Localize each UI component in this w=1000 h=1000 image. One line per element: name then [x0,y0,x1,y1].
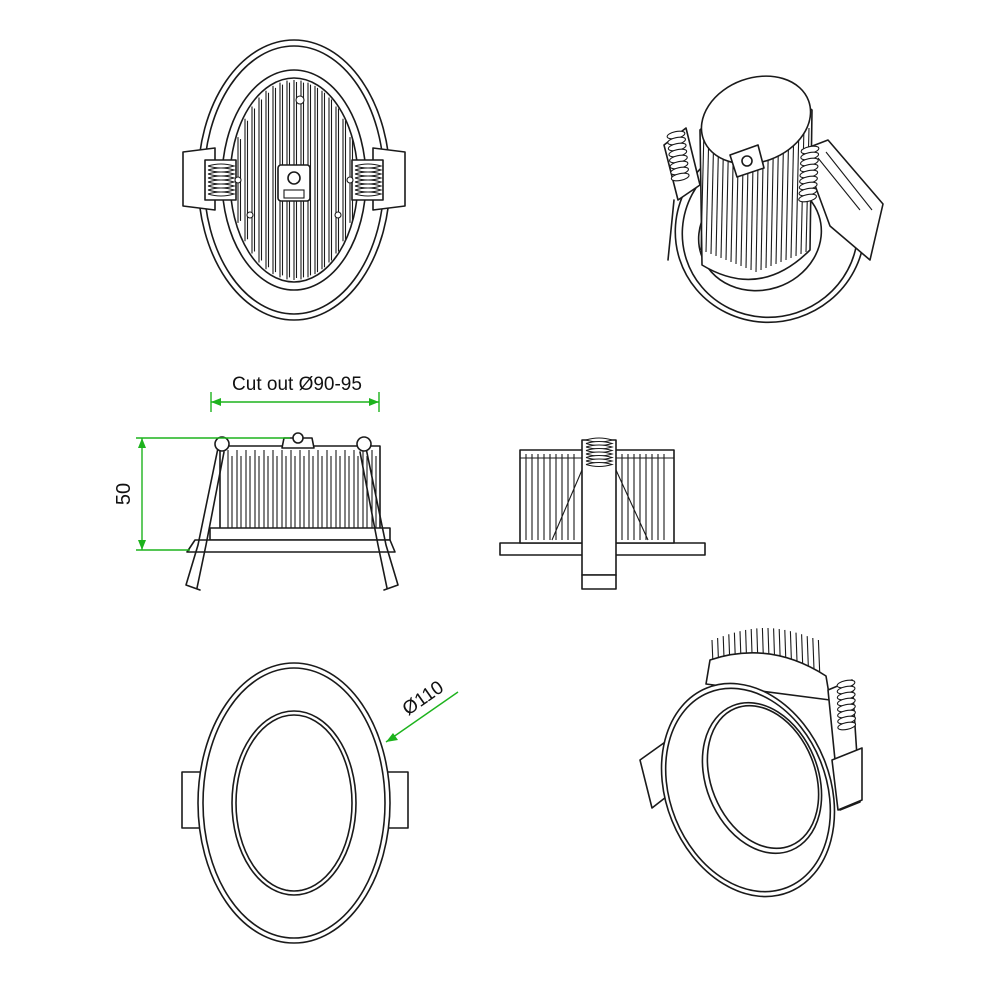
rear-isometric-view [663,75,884,324]
height-label: 50 [113,483,135,505]
right-spring-clip [827,679,863,811]
front-isometric-view [639,628,863,898]
side-view-rotated [499,437,706,590]
heatsink-fins [520,454,674,540]
diameter-dimension: Ø110 [385,677,459,743]
cutout-dimension: Cut out Ø90-95 [210,374,380,412]
side-view [185,432,399,591]
diameter-label: Ø110 [399,677,448,720]
terminal-block [729,144,765,178]
terminal-block [277,164,311,202]
cutout-label: Cut out Ø90-95 [232,374,362,395]
front-view [181,662,409,944]
left-spring-clip [182,147,237,211]
right-spring-clip [798,139,884,261]
left-spring-clip [663,127,701,261]
height-dimension: 50 [113,437,290,551]
rear-view [182,39,406,321]
right-spring-clip [351,147,406,211]
